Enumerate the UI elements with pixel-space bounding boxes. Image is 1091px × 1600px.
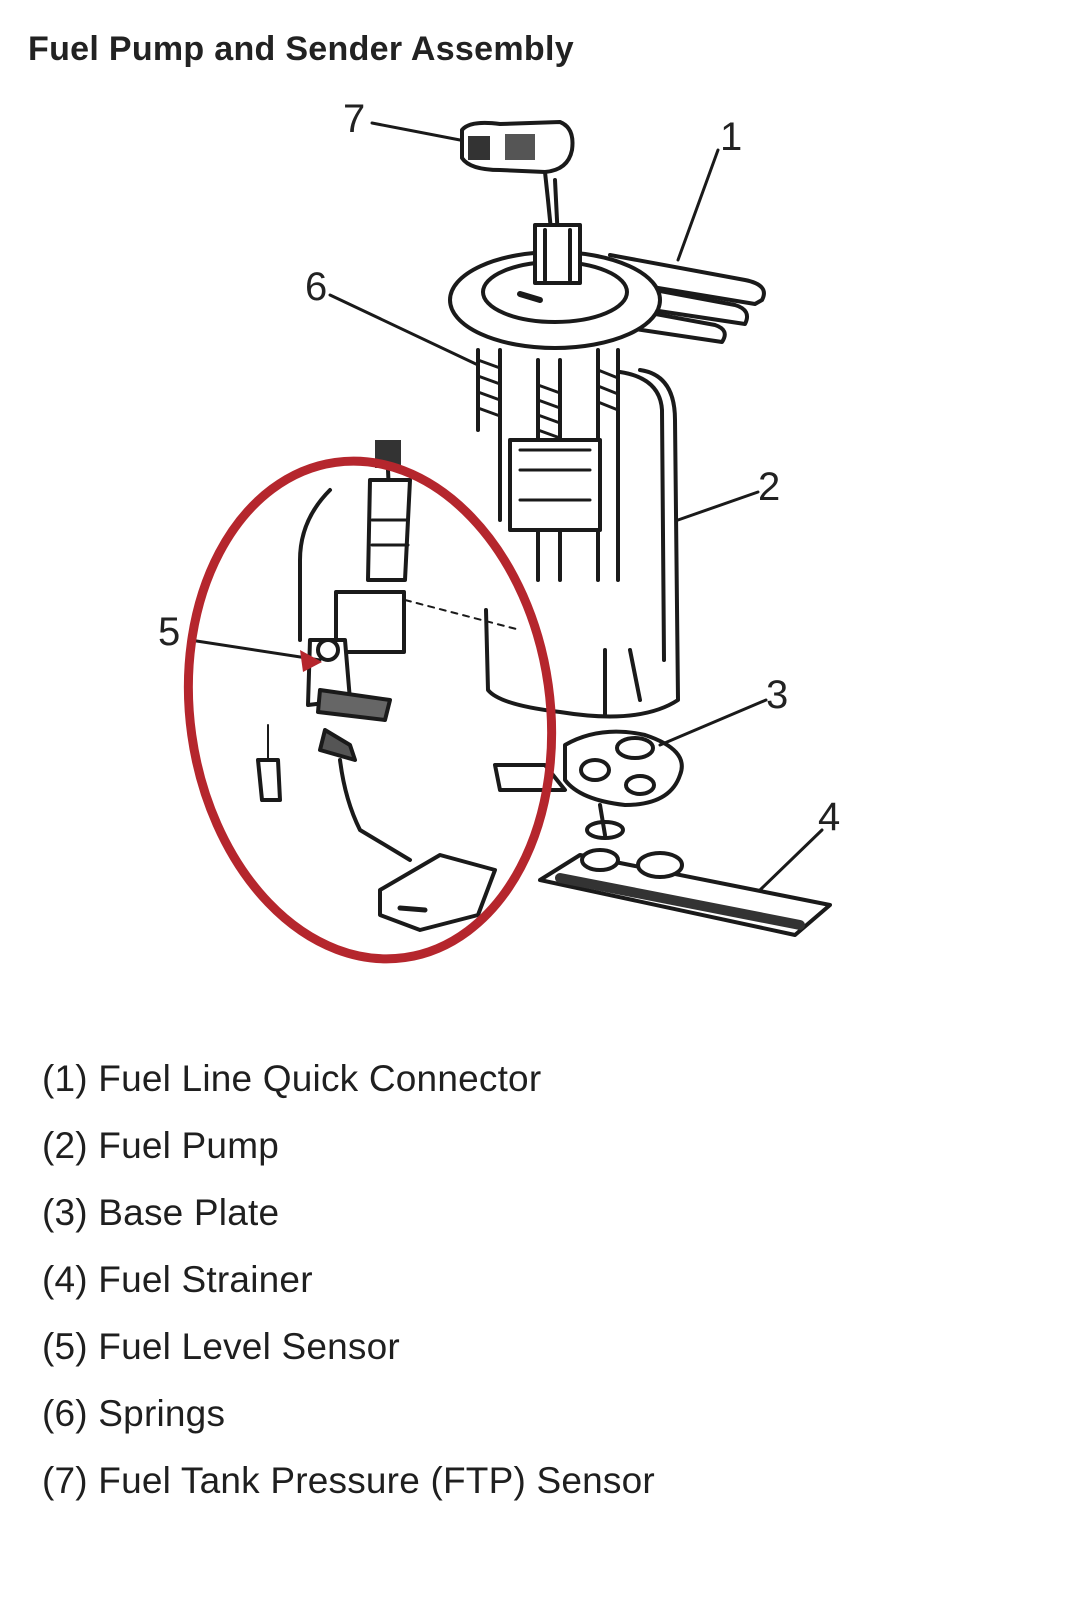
fuel-pump-diagram: 7 1 6 2 5 3 4	[158, 97, 840, 964]
leader-lines	[188, 121, 824, 892]
callout-1: 1	[720, 115, 742, 159]
highlight-circle	[183, 456, 557, 964]
legend-item-2: (2) Fuel Pump	[42, 1125, 280, 1166]
callout-5: 5	[158, 610, 180, 654]
legend-item-7: (7) Fuel Tank Pressure (FTP) Sensor	[42, 1460, 655, 1501]
callout-2: 2	[758, 465, 780, 509]
base-plate-part	[493, 729, 684, 840]
callout-6: 6	[305, 265, 327, 309]
callout-4: 4	[818, 795, 840, 839]
ftp-sensor-part	[460, 120, 575, 242]
legend-item-4: (4) Fuel Strainer	[42, 1259, 313, 1300]
legend-item-1: (1) Fuel Line Quick Connector	[42, 1058, 542, 1099]
fuel-level-sensor-part	[256, 440, 521, 932]
diagram-title: Fuel Pump and Sender Assembly	[28, 30, 574, 68]
legend-item-3: (3) Base Plate	[42, 1192, 280, 1233]
callout-7: 7	[343, 97, 365, 141]
parts-legend: (1) Fuel Line Quick Connector (2) Fuel P…	[42, 1045, 655, 1514]
top-flange-part	[448, 223, 662, 350]
fuel-pump-part	[484, 368, 680, 719]
fuel-strainer-part	[538, 848, 832, 937]
arrow-icon	[300, 650, 322, 672]
legend-item-5: (5) Fuel Level Sensor	[42, 1326, 400, 1367]
legend-item-6: (6) Springs	[42, 1393, 226, 1434]
callout-3: 3	[766, 673, 788, 717]
fuel-line-quick-connector-part	[608, 253, 766, 344]
